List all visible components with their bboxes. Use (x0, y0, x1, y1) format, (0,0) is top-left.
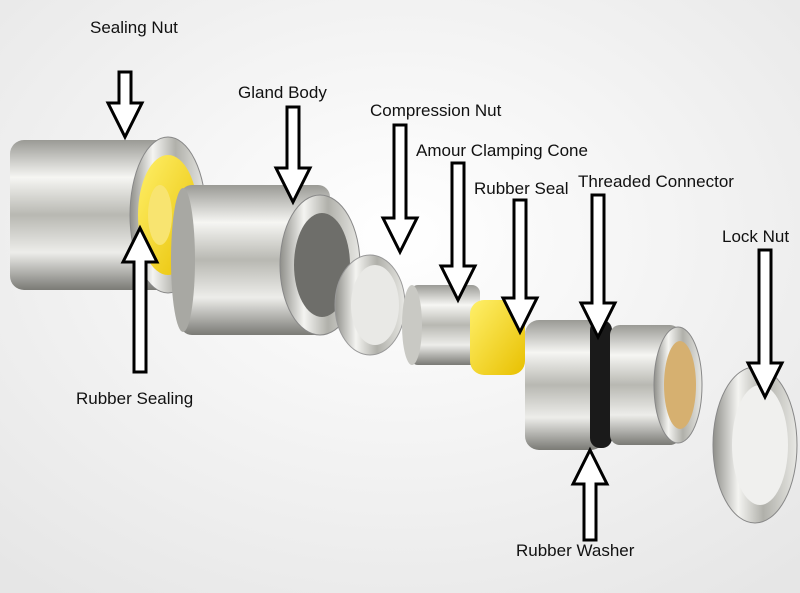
arrow-gland-body-icon (273, 105, 313, 206)
rubber-seal-part (470, 300, 525, 375)
arrow-lock-nut-icon (745, 248, 785, 401)
label-rubber-sealing: Rubber Sealing (76, 389, 194, 408)
compression-nut-part (334, 254, 406, 356)
label-rubber-seal: Rubber Seal (474, 179, 569, 198)
arrow-sealing-nut-icon (105, 70, 145, 141)
label-sealing-nut: Sealing Nut (90, 18, 178, 37)
arrows-layer (105, 70, 785, 542)
label-amour-clamping-cone: Amour Clamping Cone (416, 141, 588, 160)
label-lock-nut: Lock Nut (722, 227, 790, 246)
label-gland-body: Gland Body (238, 83, 327, 102)
label-compression-nut: Compression Nut (370, 101, 502, 120)
arrow-compression-nut-icon (380, 123, 420, 256)
clamping-cone-part (402, 285, 480, 365)
lock-nut-part (712, 366, 798, 524)
label-rubber-washer: Rubber Washer (516, 541, 635, 560)
arrow-rubber-washer-icon (570, 446, 610, 542)
threaded-connector-part (525, 320, 703, 450)
arrow-threaded-connector-icon (578, 193, 618, 341)
arrow-rubber-sealing-icon (120, 224, 160, 374)
gland-body-part (171, 185, 361, 336)
arrow-rubber-seal-icon (500, 198, 540, 336)
arrow-amour-clamping-cone-icon (438, 161, 478, 304)
label-threaded-connector: Threaded Connector (578, 172, 734, 191)
